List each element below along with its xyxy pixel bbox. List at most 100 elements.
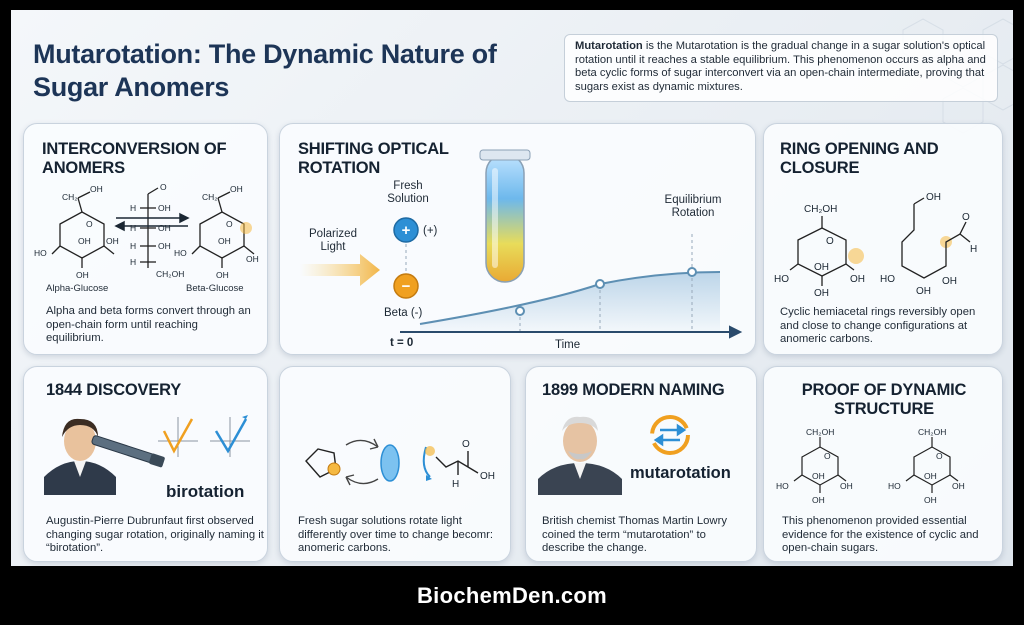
chem-h: H [130, 257, 136, 267]
minus-rotation-icon [393, 273, 419, 299]
chem-oh: OH [942, 276, 957, 287]
card-description: Fresh sugar solutions rotate light diffe… [298, 515, 494, 554]
curve-point [515, 306, 525, 316]
scientist-portrait-dubrunfaut [44, 418, 165, 495]
equilibrium-rotation-label: Equilibrium Rotation [664, 194, 722, 219]
curve-point [687, 267, 697, 277]
chem-o: O [936, 451, 943, 461]
chem-oh: OH [158, 241, 171, 251]
ring-to-chain-diagram: O OH H [305, 438, 495, 490]
exchange-arrows-icon [650, 415, 690, 455]
chem-oh: OH [916, 286, 931, 297]
chem-ho: HO [34, 248, 47, 258]
card-fresh-solutions: O OH H Fresh sugar solutions rotate ligh… [279, 366, 511, 562]
card-ring-opening: RING OPENING AND CLOSURE CH₂OH O OH OH H… [763, 123, 1003, 355]
chem-oh: OH [90, 184, 103, 194]
infographic-canvas: Mutarotation: The Dynamic Nature of Suga… [11, 10, 1013, 566]
definition-term: Mutarotation [575, 40, 643, 52]
chem-oh: OH [812, 471, 825, 481]
time-label: Time [555, 339, 580, 351]
chem-oh: OH [218, 236, 231, 246]
chem-ch2: CH₂ [202, 192, 218, 202]
anomer-interconversion-diagram: OH CH₂ O OH OH HO OH OH CH₂ O OH OH HO O… [34, 182, 259, 280]
chem-oh: OH [480, 471, 495, 482]
chem-ch2oh: CH₂OH [918, 427, 946, 437]
t0-label: t = 0 [390, 337, 413, 349]
card-heading: INTERCONVERSION OF ANOMERS [42, 140, 227, 177]
card-description: This phenomenon provided essential evide… [782, 515, 979, 554]
chem-oh: OH [216, 270, 229, 280]
scientist-portrait-lowry [538, 416, 622, 495]
chem-h: H [970, 244, 977, 255]
chem-oh: OH [158, 203, 171, 213]
chem-ch2oh: CH₂OH [156, 269, 184, 279]
chem-oh: OH [78, 236, 91, 246]
page-title: Mutarotation: The Dynamic Nature of Suga… [33, 39, 497, 102]
definition-box: Mutarotation is the Mutarotation is the … [564, 34, 998, 102]
optical-rotation-chart: + − (+) Beta (-) t = 0 Time [300, 149, 743, 351]
chem-ch2: CH₂ [62, 192, 78, 202]
mutarotation-word: mutarotation [630, 464, 731, 482]
card-heading: PROOF OF DYNAMIC STRUCTURE [801, 381, 967, 418]
chem-h: H [130, 241, 136, 251]
chem-o: O [226, 219, 233, 229]
chem-o: O [824, 451, 831, 461]
chem-oh: OH [230, 184, 243, 194]
chem-oh: OH [812, 495, 825, 505]
card-description: British chemist Thomas Martin Lowry coin… [542, 515, 727, 554]
card-description: Alpha and beta forms convert through an … [46, 305, 251, 344]
chem-oh: OH [924, 471, 937, 481]
chem-oh: OH [952, 481, 965, 491]
site-footer: BiochemDen.com [416, 582, 608, 608]
polarized-light-arrow-icon [300, 254, 380, 286]
card-proof-dynamic: PROOF OF DYNAMIC STRUCTURE CH₂OH O OH OH… [763, 366, 1003, 562]
chem-o: O [826, 236, 834, 247]
card-1899-naming: 1899 MODERN NAMING mutarotation British … [525, 366, 757, 562]
card-heading: RING OPENING AND CLOSURE [780, 140, 939, 177]
rotation-angle-icon [158, 415, 250, 457]
chem-o: O [160, 182, 167, 192]
chem-oh: OH [106, 236, 119, 246]
plus-rotation-icon [393, 217, 419, 243]
time-axis [400, 325, 743, 339]
chem-o: O [462, 439, 470, 450]
chem-oh: OH [840, 481, 853, 491]
ring-opening-diagram: CH₂OH O OH OH HO OH OH O H OH HO OH [774, 192, 977, 299]
minus-sign: − [402, 278, 411, 295]
card-heading: 1844 DISCOVERY [46, 381, 182, 399]
chem-oh: OH [76, 270, 89, 280]
beta-label: Beta (-) [384, 307, 423, 319]
chem-oh: OH [246, 254, 259, 264]
card-interconversion: INTERCONVERSION OF ANOMERS [23, 123, 268, 355]
chem-oh: OH [814, 288, 829, 299]
chem-o: O [86, 219, 93, 229]
chem-ho: HO [776, 481, 789, 491]
telescope-icon [91, 435, 165, 468]
card-description: Augustin-Pierre Dubrunfaut first observe… [46, 515, 264, 554]
plus-label: (+) [423, 225, 438, 237]
chem-oh: OH [158, 223, 171, 233]
card-1844-discovery: 1844 DISCOVERY birotation Augustin-Pierr… [23, 366, 268, 562]
card-heading: SHIFTING OPTICAL ROTATION [298, 140, 449, 177]
curve-point [595, 279, 605, 289]
chem-ho: HO [888, 481, 901, 491]
polarized-light-label: Polarized Light [309, 228, 357, 253]
chem-oh: OH [926, 192, 941, 203]
chem-oh: OH [850, 274, 865, 285]
fresh-solution-label: Fresh Solution [387, 180, 429, 205]
chem-ho: HO [774, 274, 789, 285]
rotation-area [420, 272, 720, 332]
birotation-word: birotation [166, 482, 245, 501]
chem-oh: OH [924, 495, 937, 505]
plus-sign: + [402, 222, 411, 239]
two-ring-structures: CH₂OH O OH OH HO OH CH₂OH O OH OH HO OH [776, 427, 965, 505]
lens-icon [380, 444, 400, 482]
chem-ch2oh: CH₂OH [806, 427, 834, 437]
chem-oh: OH [814, 262, 829, 273]
chem-h: H [130, 203, 136, 213]
test-tube-icon [479, 149, 531, 283]
chem-ho: HO [880, 274, 895, 285]
chem-ho: HO [174, 248, 187, 258]
beta-glucose-label: Beta-Glucose [186, 283, 244, 294]
alpha-glucose-label: Alpha-Glucose [46, 283, 109, 294]
